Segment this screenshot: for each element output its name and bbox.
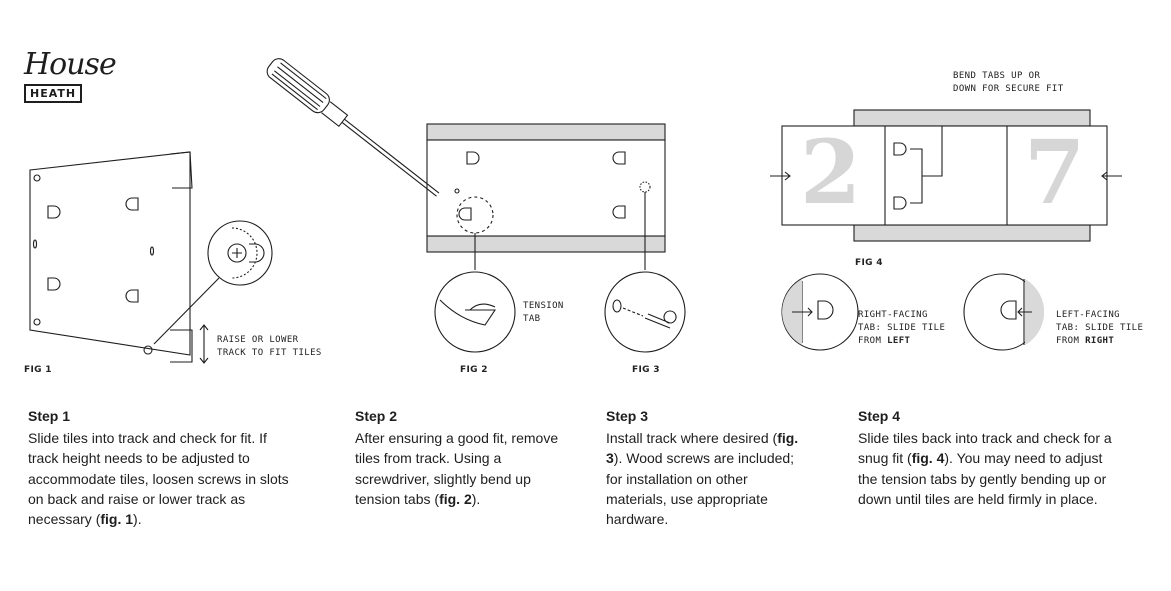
logo-box: HEATH xyxy=(24,84,83,103)
fig4-callout-line2: DOWN FOR SECURE FIT xyxy=(953,84,1064,94)
left-facing-prefix: FROM xyxy=(1056,336,1086,346)
step-2: Step 2 After ensuring a good fit, remove… xyxy=(355,406,570,509)
fig4-tile-left: 2 xyxy=(800,120,862,224)
fig2-label: FIG 2 xyxy=(460,365,488,375)
step-text: Install track where desired (fig. 3). Wo… xyxy=(606,430,799,528)
fig1-callout-line1: RAISE OR LOWER xyxy=(217,335,299,345)
step-text: Slide tiles into track and check for fit… xyxy=(28,430,289,528)
fig4-label: FIG 4 xyxy=(855,258,883,268)
step-4: Step 4 Slide tiles back into track and c… xyxy=(858,406,1118,509)
step-title: Step 1 xyxy=(28,408,71,424)
fig4-tile-right: 7 xyxy=(1024,120,1086,224)
fig-ref: fig. 4 xyxy=(911,450,945,467)
left-facing-line2: TAB: SLIDE TILE xyxy=(1056,323,1144,333)
fig2-fig3-illustration xyxy=(266,58,686,353)
fig2-callout-line1: TENSION xyxy=(523,301,564,311)
fig-ref: fig. 1 xyxy=(100,511,134,528)
right-facing-line1: RIGHT-FACING xyxy=(858,310,928,320)
step-text: After ensuring a good fit, remove tiles … xyxy=(355,430,559,507)
fig1-callout-line2: TRACK TO FIT TILES xyxy=(217,348,322,358)
fig-ref: fig. 3 xyxy=(606,430,799,467)
step-3: Step 3 Install track where desired (fig.… xyxy=(606,406,806,529)
left-facing-line1: LEFT-FACING xyxy=(1056,310,1121,320)
step-1: Step 1 Slide tiles into track and check … xyxy=(28,406,298,529)
fig2-callout-line2: TAB xyxy=(523,314,541,324)
right-facing-prefix: FROM xyxy=(858,336,888,346)
step-title: Step 2 xyxy=(355,408,398,424)
right-facing-caption: RIGHT-FACING TAB: SLIDE TILE FROM LEFT xyxy=(858,309,945,348)
fig4-callout: BEND TABS UP OR DOWN FOR SECURE FIT xyxy=(953,70,1064,96)
fig4-illustration xyxy=(770,109,1122,351)
fig1-label: FIG 1 xyxy=(24,365,52,375)
step-title: Step 3 xyxy=(606,408,649,424)
fig2-callout: TENSION TAB xyxy=(523,300,564,326)
right-facing-line2: TAB: SLIDE TILE xyxy=(858,323,946,333)
logo-script: House xyxy=(24,47,117,82)
left-facing-caption: LEFT-FACING TAB: SLIDE TILE FROM RIGHT xyxy=(1056,309,1143,348)
fig1-illustration xyxy=(29,151,273,364)
step-title: Step 4 xyxy=(858,408,901,424)
logo: House HEATH xyxy=(24,47,117,103)
fig-ref: fig. 2 xyxy=(439,490,472,507)
fig4-callout-line1: BEND TABS UP OR xyxy=(953,71,1041,81)
left-facing-strong: RIGHT xyxy=(1085,336,1115,346)
right-facing-strong: LEFT xyxy=(887,336,911,346)
fig3-label: FIG 3 xyxy=(632,365,660,375)
step-text: Slide tiles back into track and check fo… xyxy=(858,430,1112,507)
fig1-callout: RAISE OR LOWER TRACK TO FIT TILES xyxy=(217,334,322,360)
